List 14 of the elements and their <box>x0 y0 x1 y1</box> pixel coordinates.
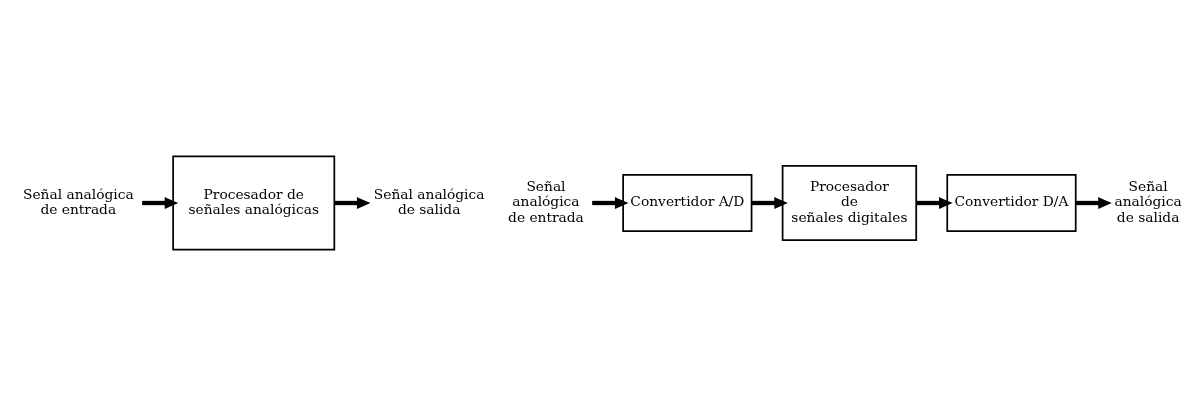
node-text: Señal analógica de salida <box>373 185 485 217</box>
arrow <box>142 196 179 209</box>
node-text: Señal analógica de salida <box>1114 177 1182 225</box>
arrow <box>592 196 629 209</box>
node-box: Convertidor D/A <box>946 173 1077 232</box>
arrow <box>334 196 371 209</box>
node-text: Señal analógica de entrada <box>508 177 584 225</box>
node-box: Convertidor A/D <box>622 173 753 232</box>
node-box: Procesador de señales digitales <box>781 164 918 241</box>
arrow <box>1075 196 1112 209</box>
node-box: Procesador de señales analógicas <box>172 155 336 250</box>
arrow <box>751 196 788 209</box>
arrow <box>916 196 953 209</box>
node-text: Señal analógica de entrada <box>22 185 134 217</box>
